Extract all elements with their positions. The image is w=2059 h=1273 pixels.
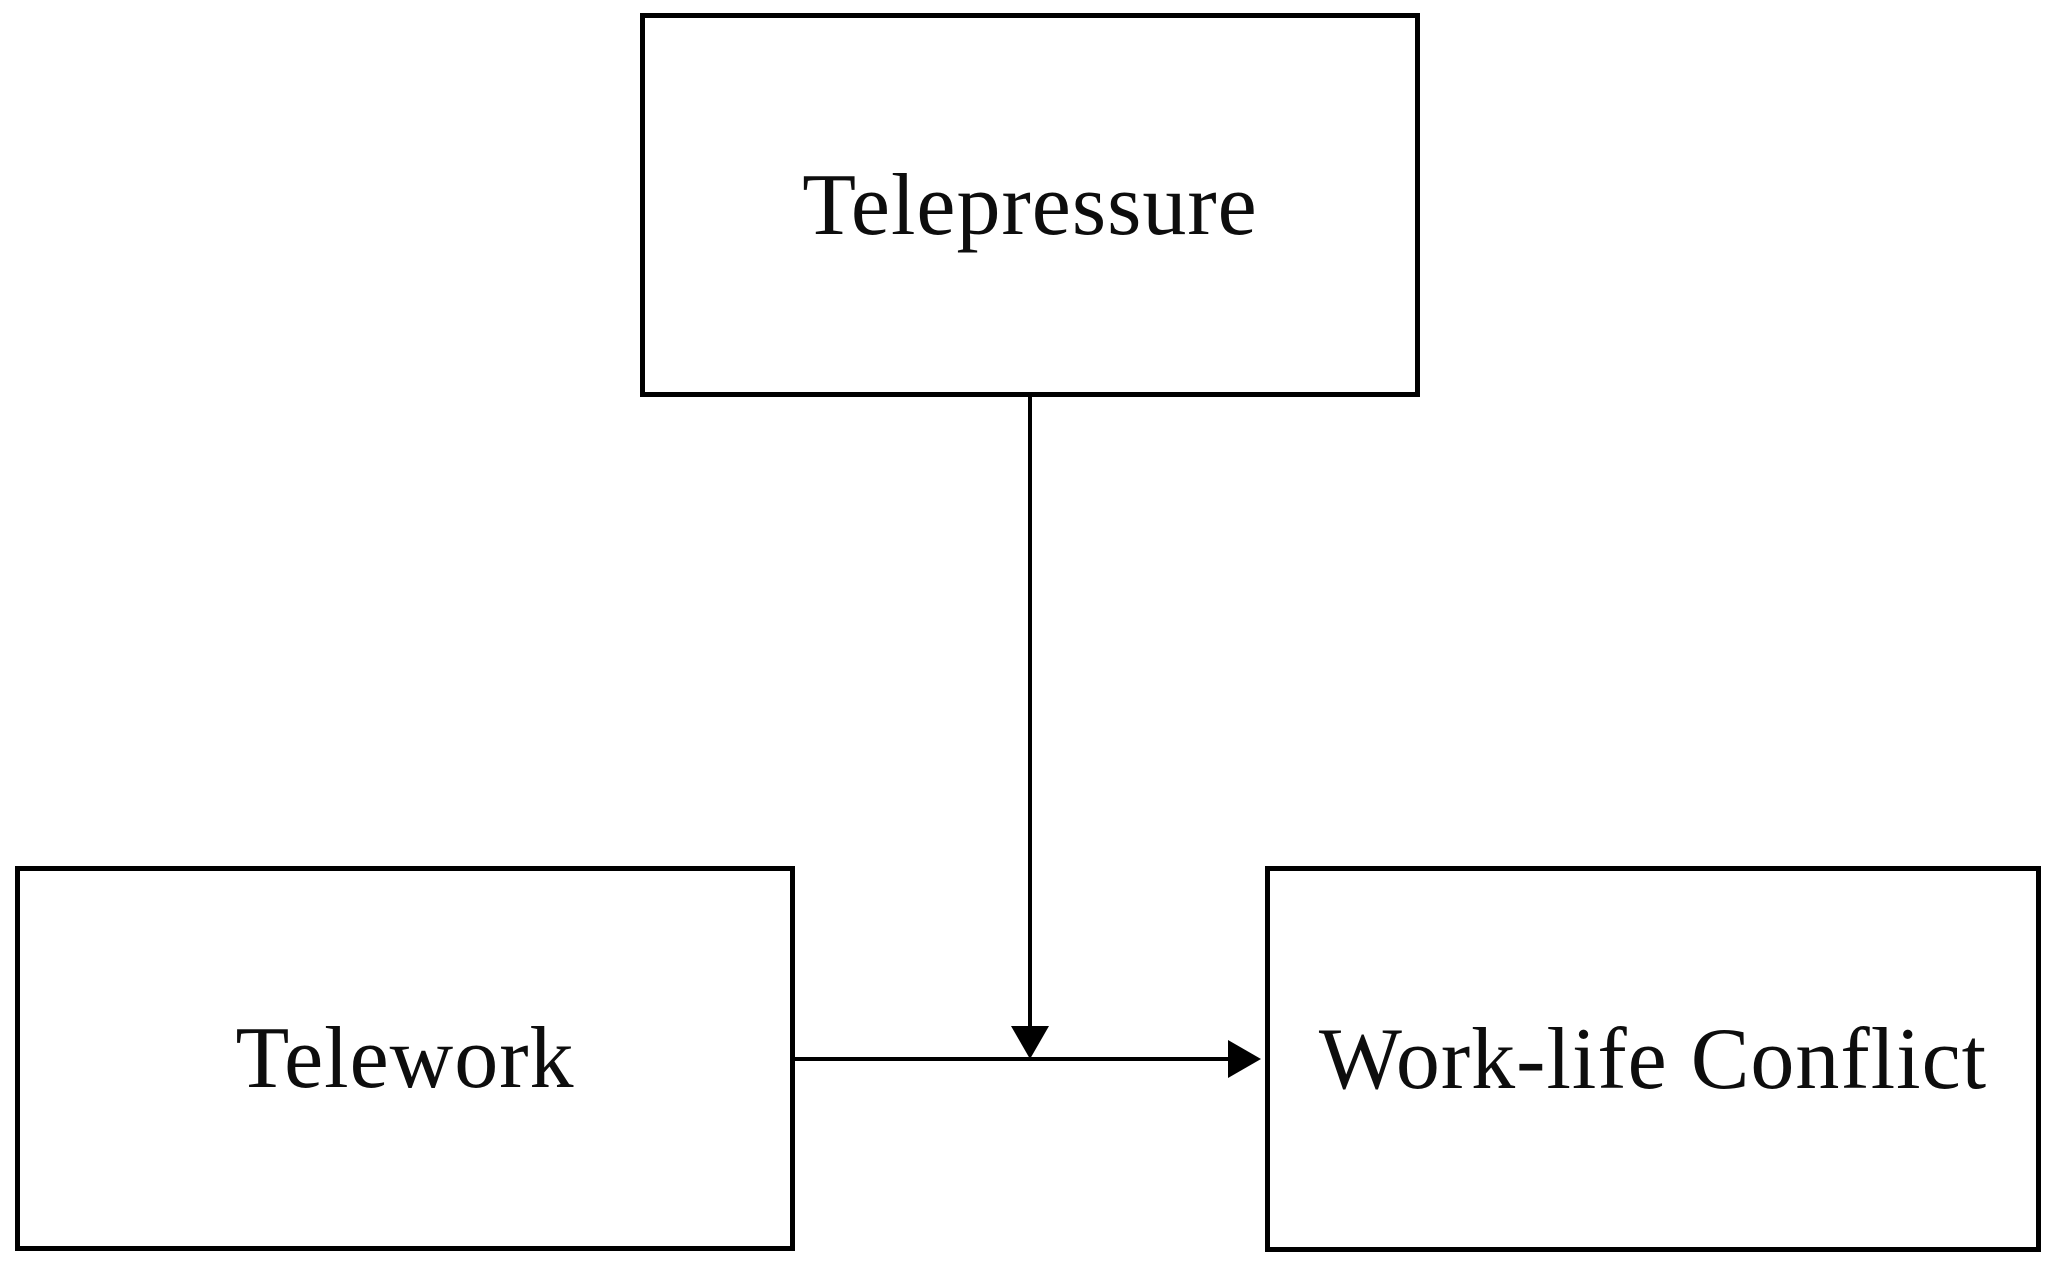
node-work-life-conflict-label: Work-life Conflict xyxy=(1318,1010,1988,1108)
node-telepressure: Telepressure xyxy=(640,13,1420,397)
arrowhead-down-icon xyxy=(1011,1026,1049,1059)
node-telework: Telework xyxy=(15,866,795,1251)
moderator-arrow-line xyxy=(1028,397,1032,1037)
direct-effect-arrow-line xyxy=(795,1057,1235,1061)
node-telework-label: Telework xyxy=(235,1010,575,1107)
arrowhead-right-icon xyxy=(1228,1040,1261,1078)
node-work-life-conflict: Work-life Conflict xyxy=(1265,866,2041,1252)
node-telepressure-label: Telepressure xyxy=(802,156,1258,254)
